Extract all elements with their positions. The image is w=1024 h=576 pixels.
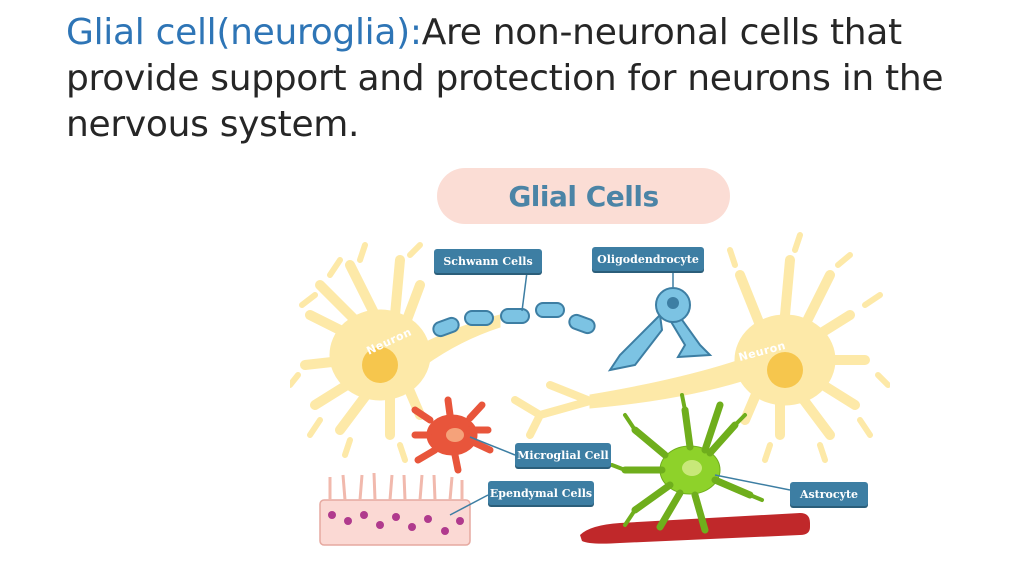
slide-definition: Glial cell(neuroglia):Are non-neuronal c… xyxy=(66,10,966,148)
glial-cells-drawing xyxy=(290,232,890,546)
glial-cells-illustration: Glial Cells Schwann Cells Oligodendrocyt… xyxy=(290,165,890,565)
left-neuron-nucleus xyxy=(362,347,398,383)
oligodendrocyte-label: Oligodendrocyte xyxy=(592,247,704,271)
astrocyte-label: Astrocyte xyxy=(790,482,868,506)
blood-vessel-shape xyxy=(580,513,810,544)
astrocyte-shape xyxy=(610,393,764,534)
ependymal-cells-shape xyxy=(319,472,471,546)
microglial-cell-label: Microglial Cell xyxy=(515,443,611,467)
glial-cells-title: Glial Cells xyxy=(437,168,730,224)
schwann-cells-label: Schwann Cells xyxy=(434,249,542,273)
glial-cell-definition: Are non-neuronal cells that provide supp… xyxy=(66,12,944,145)
schwann-cells-shape xyxy=(432,302,596,338)
glial-cell-term: Glial cell(neuroglia): xyxy=(66,12,422,53)
right-neuron-nucleus xyxy=(767,352,803,388)
oligodendrocyte-shape xyxy=(607,287,713,372)
ependymal-cells-label: Ependymal Cells xyxy=(488,481,594,505)
